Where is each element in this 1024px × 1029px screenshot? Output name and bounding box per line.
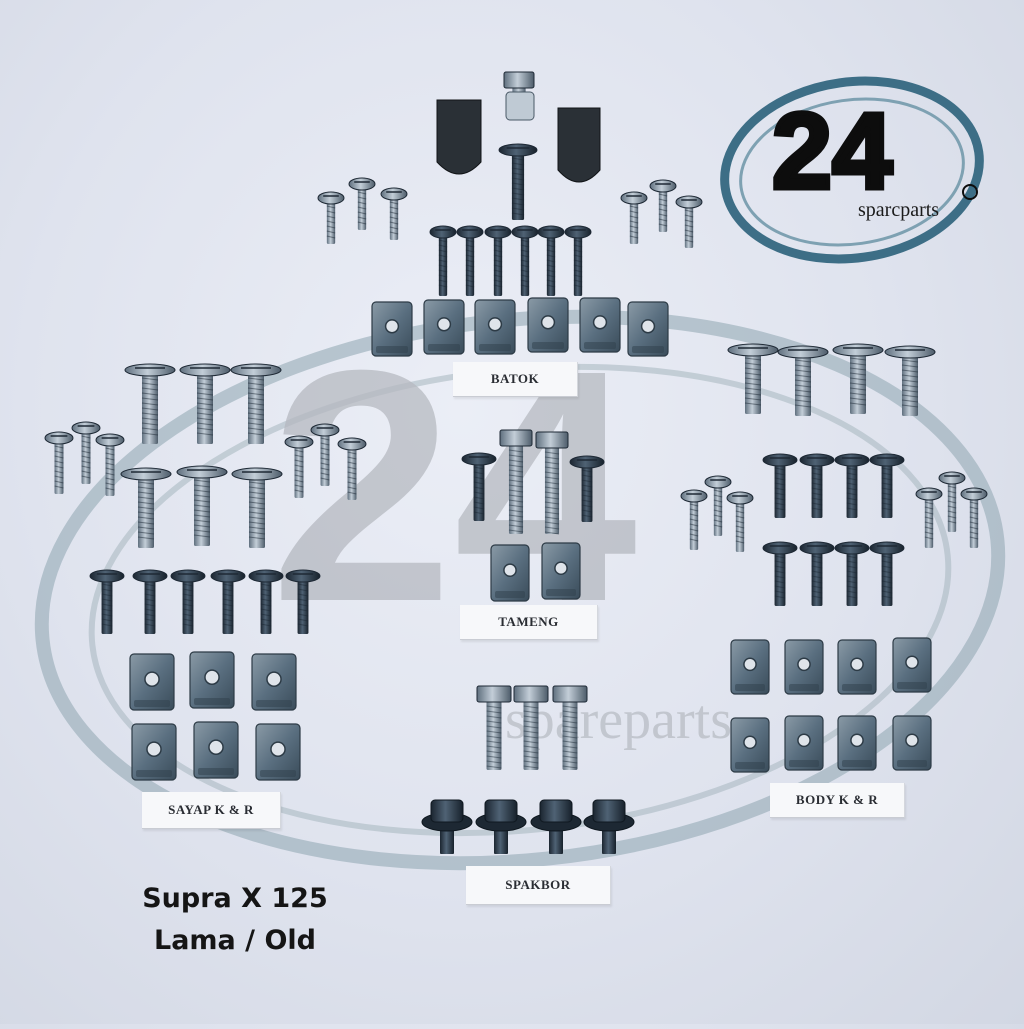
body-pan-screw [884, 345, 936, 416]
batok-clip [371, 301, 413, 357]
sayap-small-screw [44, 431, 74, 494]
label-spakbor: SPAKBOR [466, 866, 611, 905]
product-caption: Supra X 125 Lama / Old [120, 878, 350, 962]
sayap-pan-screw [120, 467, 172, 548]
body-screw [869, 453, 905, 518]
body-clip [892, 637, 932, 693]
sayap-pan-screw [179, 363, 231, 444]
sayap-small-screw [310, 423, 340, 486]
tameng-screw [461, 452, 497, 521]
batok-screw [564, 225, 592, 296]
sayap-clip [189, 651, 235, 709]
body-small-screw [938, 471, 966, 532]
spakbor-flange-bolt [421, 799, 473, 854]
label-batok: BATOK [453, 362, 578, 397]
spakbor-flange-bolt [475, 799, 527, 854]
batok-clip [423, 299, 465, 355]
batok-clip [579, 297, 621, 353]
body-clip [892, 715, 932, 771]
body-screw [762, 453, 798, 518]
sayap-screw [285, 569, 321, 634]
body-clip [837, 639, 877, 695]
batok-screw [484, 225, 512, 296]
body-small-screw [960, 487, 988, 548]
body-clip [784, 639, 824, 695]
sayap-screw [132, 569, 168, 634]
batok-screw [456, 225, 484, 296]
body-small-screw [726, 491, 754, 552]
batok-clip [627, 301, 669, 357]
sayap-small-screw [71, 421, 101, 484]
spakbor-bolt [476, 685, 512, 770]
batok-screw [429, 225, 457, 296]
small-screw [675, 195, 703, 248]
rubber-pad-left [436, 99, 482, 175]
tameng-clip [541, 542, 581, 600]
rubber-pad-right [557, 107, 601, 183]
body-screw [869, 541, 905, 606]
sayap-clip [129, 653, 175, 711]
body-clip [837, 715, 877, 771]
brand-logo: 24 sparcparts [720, 76, 984, 264]
tameng-bolt [499, 429, 533, 534]
label-body: BODY K & R [770, 783, 905, 818]
small-screw [348, 177, 376, 230]
body-screw [834, 453, 870, 518]
sayap-screw [89, 569, 125, 634]
body-screw [799, 453, 835, 518]
caption-model: Supra X 125 [142, 883, 328, 914]
body-pan-screw [727, 343, 779, 414]
sayap-screw [170, 569, 206, 634]
small-screw [620, 191, 648, 244]
sayap-small-screw [337, 437, 367, 500]
body-pan-screw [832, 343, 884, 414]
body-clip [730, 717, 770, 773]
sayap-small-screw [284, 435, 314, 498]
batok-screw [511, 225, 539, 296]
sayap-small-screw [95, 433, 125, 496]
spakbor-flange-bolt [583, 799, 635, 854]
tameng-screw [569, 455, 605, 522]
tameng-bolt [535, 431, 569, 535]
spakbor-flange-bolt [530, 799, 582, 854]
center-screw [498, 143, 538, 220]
body-small-screw [915, 487, 943, 548]
sayap-pan-screw [231, 467, 283, 548]
sayap-clip [131, 723, 177, 781]
small-screw [317, 191, 345, 244]
sayap-screw [210, 569, 246, 634]
body-small-screw [704, 475, 732, 536]
logo-subtitle: sparcparts [858, 199, 939, 221]
sayap-pan-screw [176, 465, 228, 546]
small-screw [380, 187, 408, 240]
batok-clip [474, 299, 516, 355]
sayap-clip [193, 721, 239, 779]
label-tameng: TAMENG [460, 605, 598, 640]
batok-clip [527, 297, 569, 353]
spakbor-bolt [513, 685, 549, 770]
sayap-pan-screw [230, 363, 282, 444]
tameng-clip [490, 544, 530, 602]
small-screw [649, 179, 677, 232]
caption-variant: Lama / Old [154, 925, 316, 956]
body-clip [784, 715, 824, 771]
sayap-clip [251, 653, 297, 711]
body-screw [762, 541, 798, 606]
body-pan-screw [777, 345, 829, 416]
sayap-screw [248, 569, 284, 634]
sayap-pan-screw [124, 363, 176, 444]
body-clip [730, 639, 770, 695]
batok-screw [537, 225, 565, 296]
logo-number: 24 [772, 90, 892, 211]
sayap-clip [255, 723, 301, 781]
body-small-screw [680, 489, 708, 550]
body-screw [834, 541, 870, 606]
body-screw [799, 541, 835, 606]
spakbor-bolt [552, 685, 588, 770]
label-sayap: SAYAP K & R [142, 792, 281, 829]
